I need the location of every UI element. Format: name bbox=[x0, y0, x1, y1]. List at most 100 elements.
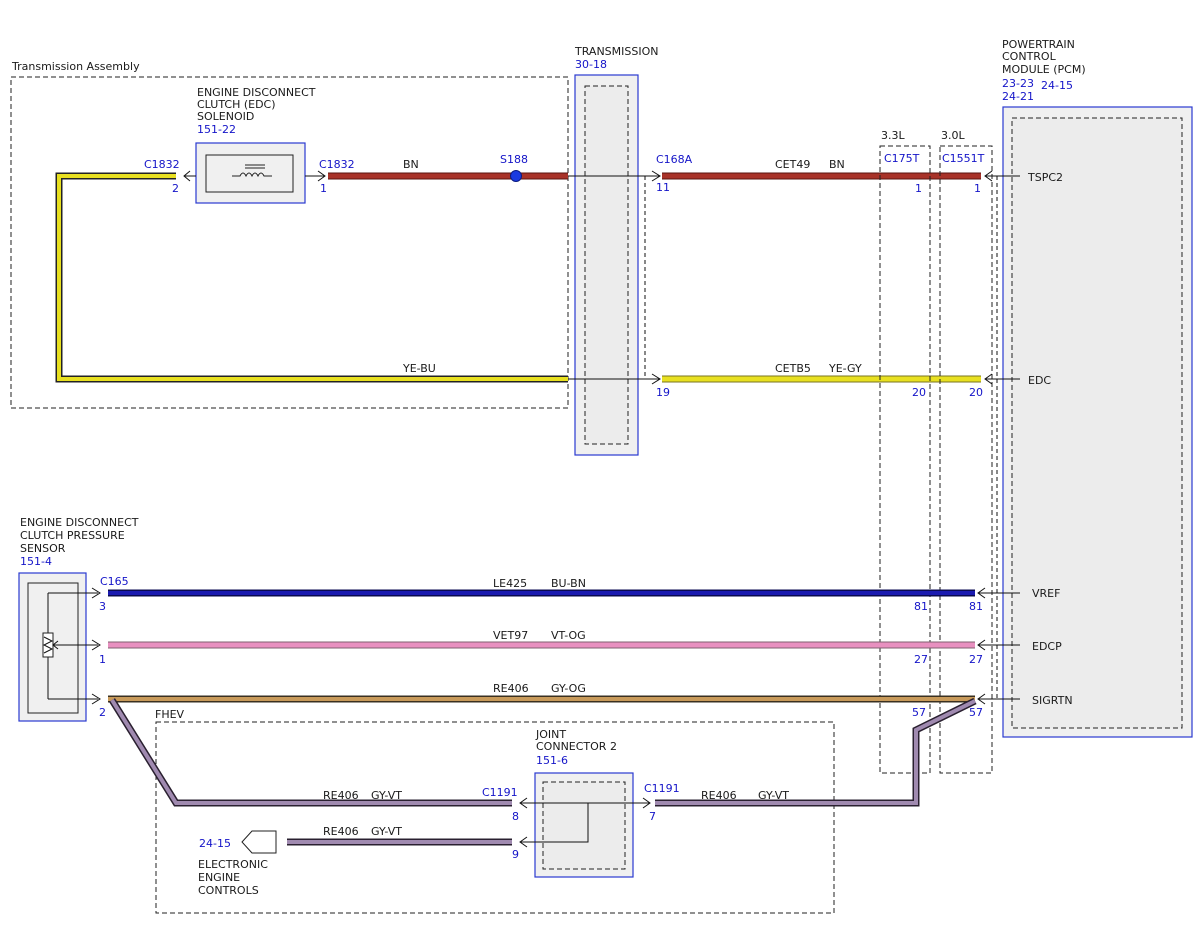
joint-connector-right: C1191 bbox=[644, 782, 680, 795]
edc-connector-left[interactable]: C1832 bbox=[144, 158, 180, 171]
wire-ye-bu-label: YE-BU bbox=[402, 362, 436, 375]
wire-le425-circuit: LE425 bbox=[493, 577, 527, 590]
potentiometer-icon bbox=[42, 592, 98, 700]
pcm-name-2: CONTROL bbox=[1002, 50, 1057, 63]
wire-fhev-c-circuit: RE406 bbox=[323, 825, 359, 838]
splice-label: S188 bbox=[500, 153, 528, 166]
pcm-ref-2[interactable]: 24-21 bbox=[1002, 90, 1034, 103]
wire-vet97-color: VT-OG bbox=[551, 629, 586, 642]
edc-left-arrow bbox=[183, 170, 196, 182]
c168a-pin-top: 11 bbox=[656, 181, 670, 194]
pcm-pin-tspc2: TSPC2 bbox=[1027, 171, 1063, 184]
joint-connector-left: C1191 bbox=[482, 786, 518, 799]
pin-tspc-33: 1 bbox=[915, 182, 922, 195]
edc-right-arrow bbox=[305, 170, 326, 182]
pcm-name-1: POWERTRAIN bbox=[1002, 38, 1075, 51]
pin-vref-30: 81 bbox=[969, 600, 983, 613]
wire-fhev-a-color: GY-VT bbox=[371, 789, 402, 802]
sensor-pin-2: 2 bbox=[99, 706, 106, 719]
c168a-pin-bottom: 19 bbox=[656, 386, 670, 399]
pcm-ref-1[interactable]: 23-23 bbox=[1002, 77, 1034, 90]
coil-icon bbox=[232, 164, 272, 178]
wire-cet49-color: BN bbox=[829, 158, 845, 171]
c1551t-box[interactable] bbox=[939, 145, 993, 774]
wire-ye-bu[interactable] bbox=[55, 172, 568, 383]
c168a-label[interactable]: C168A bbox=[656, 153, 693, 166]
c168a-top-arrow bbox=[651, 170, 661, 182]
pcm-pin-vref: VREF bbox=[1032, 587, 1060, 600]
sensor-name-1: ENGINE DISCONNECT bbox=[20, 516, 139, 529]
eec-name-2: ENGINE bbox=[198, 871, 240, 884]
eec-name-1: ELECTRONIC bbox=[198, 858, 268, 871]
joint-inner bbox=[542, 781, 626, 870]
pcm-inner bbox=[1011, 117, 1183, 729]
pin-sig-33: 57 bbox=[912, 706, 926, 719]
transmission-inner bbox=[584, 85, 629, 445]
sensor-name-3: SENSOR bbox=[20, 542, 66, 555]
joint-name-2: CONNECTOR 2 bbox=[536, 740, 617, 753]
wire-cetb5-circuit: CETB5 bbox=[775, 362, 811, 375]
joint-pin-7: 7 bbox=[649, 810, 656, 823]
sensor-connector[interactable]: C165 bbox=[100, 575, 129, 588]
fhev-box bbox=[155, 721, 835, 914]
joint-pin-9: 9 bbox=[512, 848, 519, 861]
pcm-ref-3[interactable]: 24-15 bbox=[1041, 79, 1073, 92]
transmission-assembly-title: Transmission Assembly bbox=[11, 60, 140, 73]
wire-re406-fhev-b[interactable] bbox=[655, 697, 977, 807]
wire-cetb5-color: YE-GY bbox=[828, 362, 862, 375]
edc-solenoid-name-2: CLUTCH (EDC) bbox=[197, 98, 276, 111]
joint-ref[interactable]: 151-6 bbox=[536, 754, 568, 767]
wire-cet49-circuit: CET49 bbox=[775, 158, 810, 171]
pin-edc-30: 20 bbox=[969, 386, 983, 399]
variant-33-label: 3.3L bbox=[881, 129, 905, 142]
wire-vet97-circuit: VET97 bbox=[493, 629, 528, 642]
wire-sig-color: GY-OG bbox=[551, 682, 586, 695]
wire-fhev-a-circuit: RE406 bbox=[323, 789, 359, 802]
eec-name-3: CONTROLS bbox=[198, 884, 259, 897]
pin-edcp-30: 27 bbox=[969, 653, 983, 666]
wire-le425-color: BU-BN bbox=[551, 577, 586, 590]
transmission-assembly-box bbox=[10, 76, 569, 409]
edc-connector-right[interactable]: C1832 bbox=[319, 158, 355, 171]
sensor-pin-3: 3 bbox=[99, 600, 106, 613]
c175t-label: C175T bbox=[884, 152, 920, 165]
c1551t-label: C1551T bbox=[942, 152, 985, 165]
pcm-pin-sigrtn: SIGRTN bbox=[1032, 694, 1073, 707]
wire-sig-circuit: RE406 bbox=[493, 682, 529, 695]
pin-tspc-30: 1 bbox=[974, 182, 981, 195]
wire-bn-left-label: BN bbox=[403, 158, 419, 171]
pin-vref-33: 81 bbox=[914, 600, 928, 613]
transmission-ref[interactable]: 30-18 bbox=[575, 58, 607, 71]
sensor-pin-arrows bbox=[91, 587, 101, 705]
edc-pin-left: 2 bbox=[172, 182, 179, 195]
joint-name-1: JOINT bbox=[535, 728, 566, 741]
edc-solenoid-name-1: ENGINE DISCONNECT bbox=[197, 86, 316, 99]
wire-re406-fhev-a[interactable] bbox=[109, 698, 512, 807]
sensor-ref[interactable]: 151-4 bbox=[20, 555, 52, 568]
joint-pin-8: 8 bbox=[512, 810, 519, 823]
pin-edcp-33: 27 bbox=[914, 653, 928, 666]
pcm-name-3: MODULE (PCM) bbox=[1002, 63, 1086, 76]
wire-fhev-b-color: GY-VT bbox=[758, 789, 789, 802]
eec-connector-icon[interactable] bbox=[241, 830, 277, 854]
sensor-pin-1: 1 bbox=[99, 653, 106, 666]
pcm-pin-edc: EDC bbox=[1028, 374, 1051, 387]
edc-solenoid-name-3: SOLENOID bbox=[197, 110, 254, 123]
pin-edc-33: 20 bbox=[912, 386, 926, 399]
edc-solenoid-ref[interactable]: 151-22 bbox=[197, 123, 236, 136]
pcm-arrows bbox=[977, 170, 1020, 705]
fhev-label: FHEV bbox=[155, 708, 185, 721]
c175t-box[interactable] bbox=[879, 145, 931, 774]
splice-s188[interactable] bbox=[510, 170, 522, 182]
eec-ref[interactable]: 24-15 bbox=[199, 837, 231, 850]
transmission-name: TRANSMISSION bbox=[574, 45, 658, 58]
pin-sig-30: 57 bbox=[969, 706, 983, 719]
c168a-bottom-arrow bbox=[651, 373, 661, 385]
joint-arrows bbox=[519, 797, 651, 848]
variant-30-label: 3.0L bbox=[941, 129, 965, 142]
edc-pin-right: 1 bbox=[320, 182, 327, 195]
wire-fhev-c-color: GY-VT bbox=[371, 825, 402, 838]
sensor-name-2: CLUTCH PRESSURE bbox=[20, 529, 125, 542]
pcm-pin-edcp: EDCP bbox=[1032, 640, 1062, 653]
